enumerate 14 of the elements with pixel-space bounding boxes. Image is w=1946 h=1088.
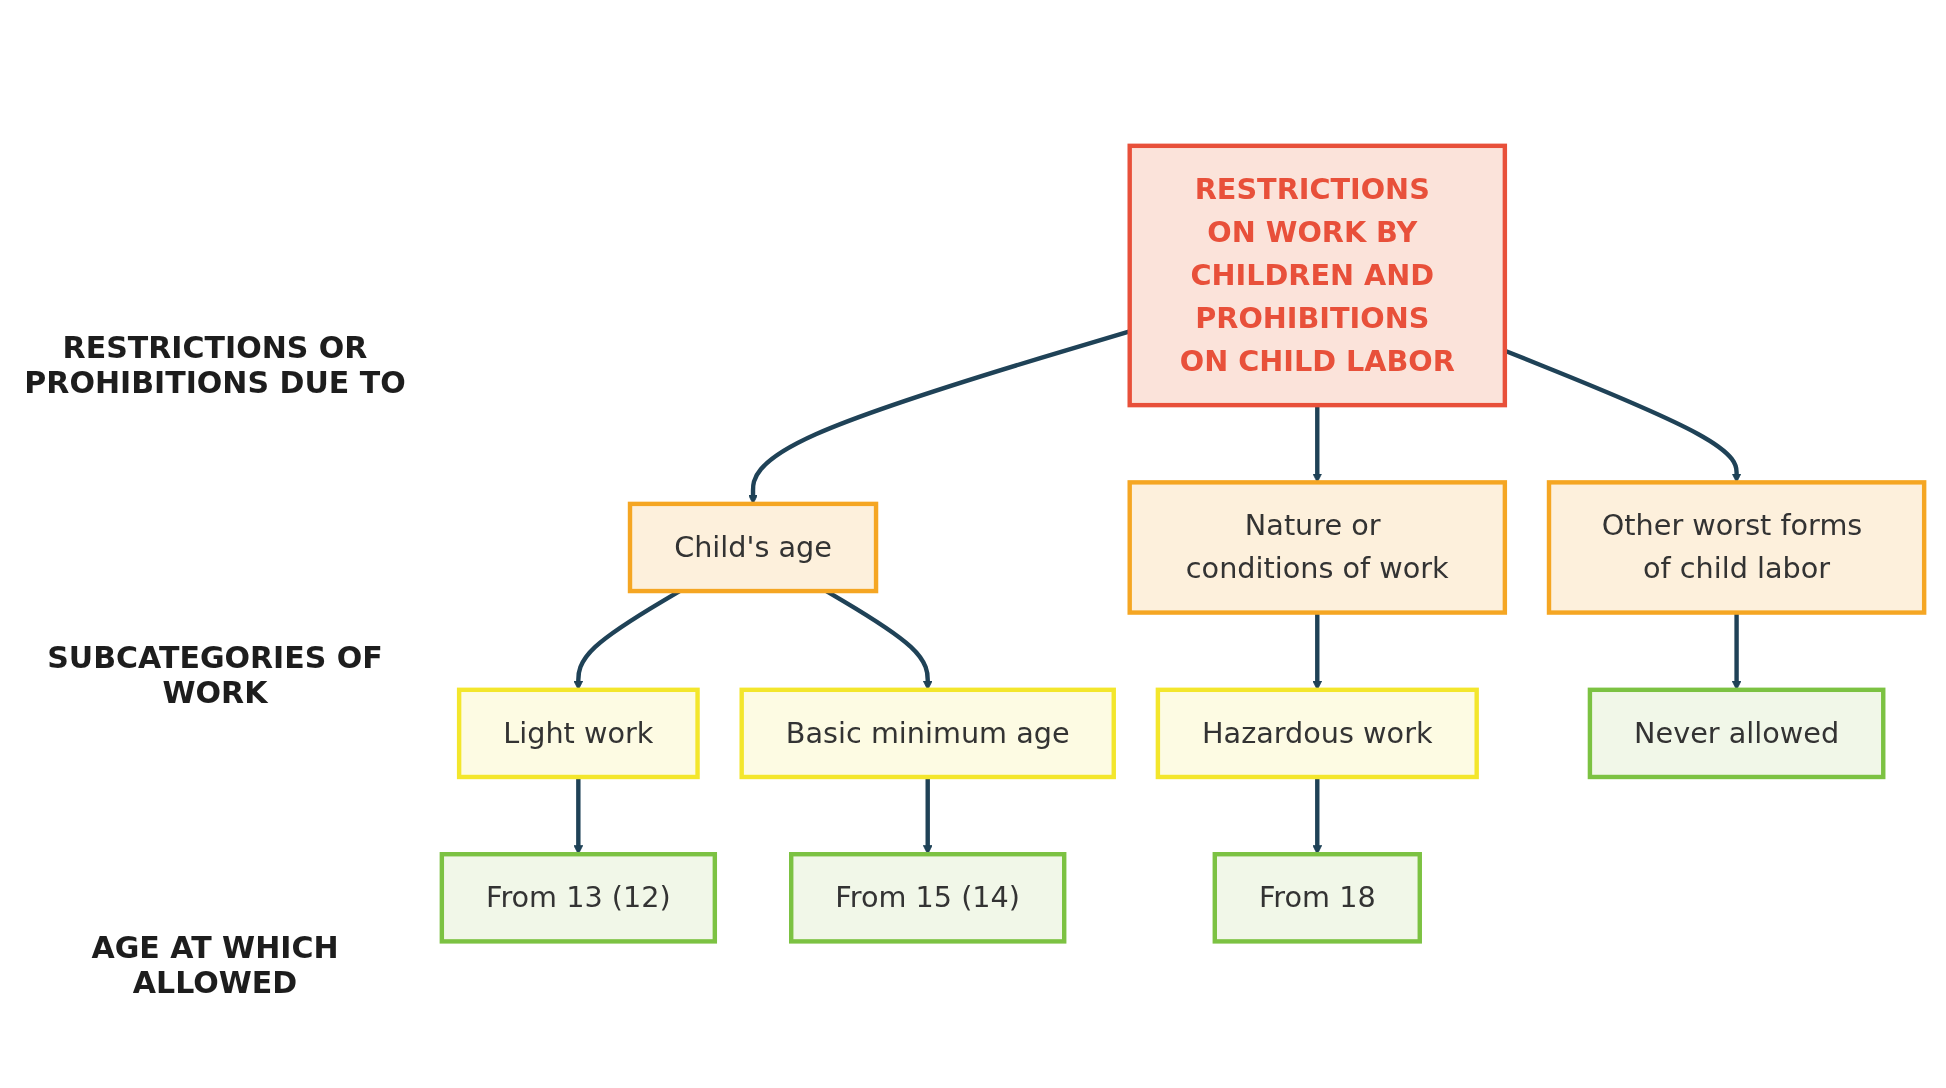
node-box: From 13 (12) xyxy=(439,852,718,944)
node-box: From 15 (14) xyxy=(789,852,1067,944)
node-box: Hazardous work xyxy=(1155,688,1479,780)
node-box: Child's age xyxy=(627,502,879,594)
row-heading: AGE AT WHICH ALLOWED xyxy=(90,930,340,1000)
node-box: Never allowed xyxy=(1587,688,1886,780)
row-heading: RESTRICTIONS OR PROHIBITIONS DUE TO xyxy=(23,330,407,400)
row-heading: SUBCATEGORIES OF WORK xyxy=(46,640,384,710)
node-box: Light work xyxy=(456,688,700,780)
node-box: Nature or conditions of work xyxy=(1127,480,1508,616)
node-box: Other worst forms of child labor xyxy=(1546,480,1927,616)
node-box: RESTRICTIONS ON WORK BY CHILDREN AND PROHIBITIONS ON CHILD LABOR xyxy=(1127,144,1508,408)
node-box: From 18 xyxy=(1212,852,1422,944)
node-box: Basic minimum age xyxy=(739,688,1116,780)
